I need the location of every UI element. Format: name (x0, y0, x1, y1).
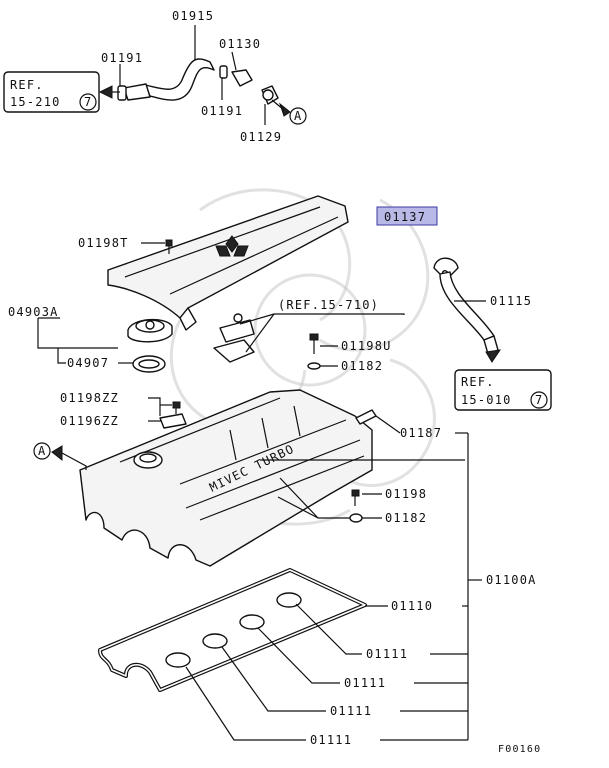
ref-box-15-010[interactable]: REF. 15-010 7 (454, 369, 552, 411)
part-label-01915: 01915 (172, 9, 214, 23)
gasket-01110 (98, 568, 367, 692)
part-labels: 01915 01191 01130 01191 01129 01137 0119… (8, 9, 541, 755)
svg-text:A: A (38, 444, 46, 458)
ref-box-line2: 15-210 (10, 95, 61, 109)
part-label-01111-a: 01111 (366, 647, 408, 661)
part-label-01196zz: 01196ZZ (60, 414, 119, 428)
part-label-01198zz: 01198ZZ (60, 391, 119, 405)
part-label-04907: 04907 (67, 356, 109, 370)
ref-circle-number: 7 (84, 95, 92, 109)
engine-cover-01137 (107, 195, 349, 331)
part-label-01137: 01137 (384, 210, 426, 224)
part-label-01187: 01187 (400, 426, 442, 440)
part-label-01182-lower: 01182 (385, 511, 427, 525)
bracket-ref-15-710 (213, 313, 255, 363)
part-label-01100a: 01100A (486, 573, 537, 587)
oil-cap-04903a (127, 319, 173, 343)
washer-01182-upper (307, 362, 321, 370)
part-label-01198u: 01198U (341, 339, 392, 353)
connector-mark-a-top: A (289, 107, 307, 125)
bolt-01198 (351, 489, 360, 506)
washer-01182-lower (349, 513, 363, 523)
figure-code: F00160 (498, 744, 541, 755)
cap-gasket-04907 (132, 355, 166, 373)
ref-circle (530, 391, 548, 409)
ref-note-15-710: (REF.15-710) (278, 298, 379, 312)
part-label-01111-c: 01111 (330, 704, 372, 718)
bracket-01196zz (159, 413, 187, 429)
part-label-01198: 01198 (385, 487, 427, 501)
ref-circle-number: 7 (535, 393, 543, 407)
top-leaders (119, 25, 266, 125)
pcv-hose-assembly (98, 58, 291, 117)
bolt-01198zz (172, 401, 181, 414)
part-label-01198t: 01198T (78, 236, 129, 250)
part-label-01111-b: 01111 (344, 676, 386, 690)
part-01137-highlight (376, 206, 438, 226)
rocker-cover-01100a (79, 389, 377, 567)
bolt-01198t (165, 239, 173, 254)
part-label-01111-d: 01111 (310, 733, 352, 747)
bolt-01198u (309, 333, 319, 354)
part-label-01182-upper: 01182 (341, 359, 383, 373)
svg-text:A: A (294, 109, 302, 123)
ref-box-15-210[interactable]: REF. 15-210 7 (3, 71, 100, 113)
plug-seals-01111 (165, 592, 302, 668)
part-label-01191-right: 01191 (201, 104, 243, 118)
part-label-01110: 01110 (391, 599, 433, 613)
part-label-01129: 01129 (240, 130, 282, 144)
part-label-01115: 01115 (490, 294, 532, 308)
part-label-04903a: 04903A (8, 305, 59, 319)
ref-box-line1: REF. (10, 78, 44, 92)
part-label-01191-left: 01191 (101, 51, 143, 65)
ref-box-line2: 15-010 (461, 393, 512, 407)
connector-mark-a-left: A (33, 442, 51, 460)
breather-hose-01115 (433, 257, 502, 363)
part-label-01130: 01130 (219, 37, 261, 51)
ref-circle (79, 93, 97, 111)
ref-box-line1: REF. (461, 375, 495, 389)
